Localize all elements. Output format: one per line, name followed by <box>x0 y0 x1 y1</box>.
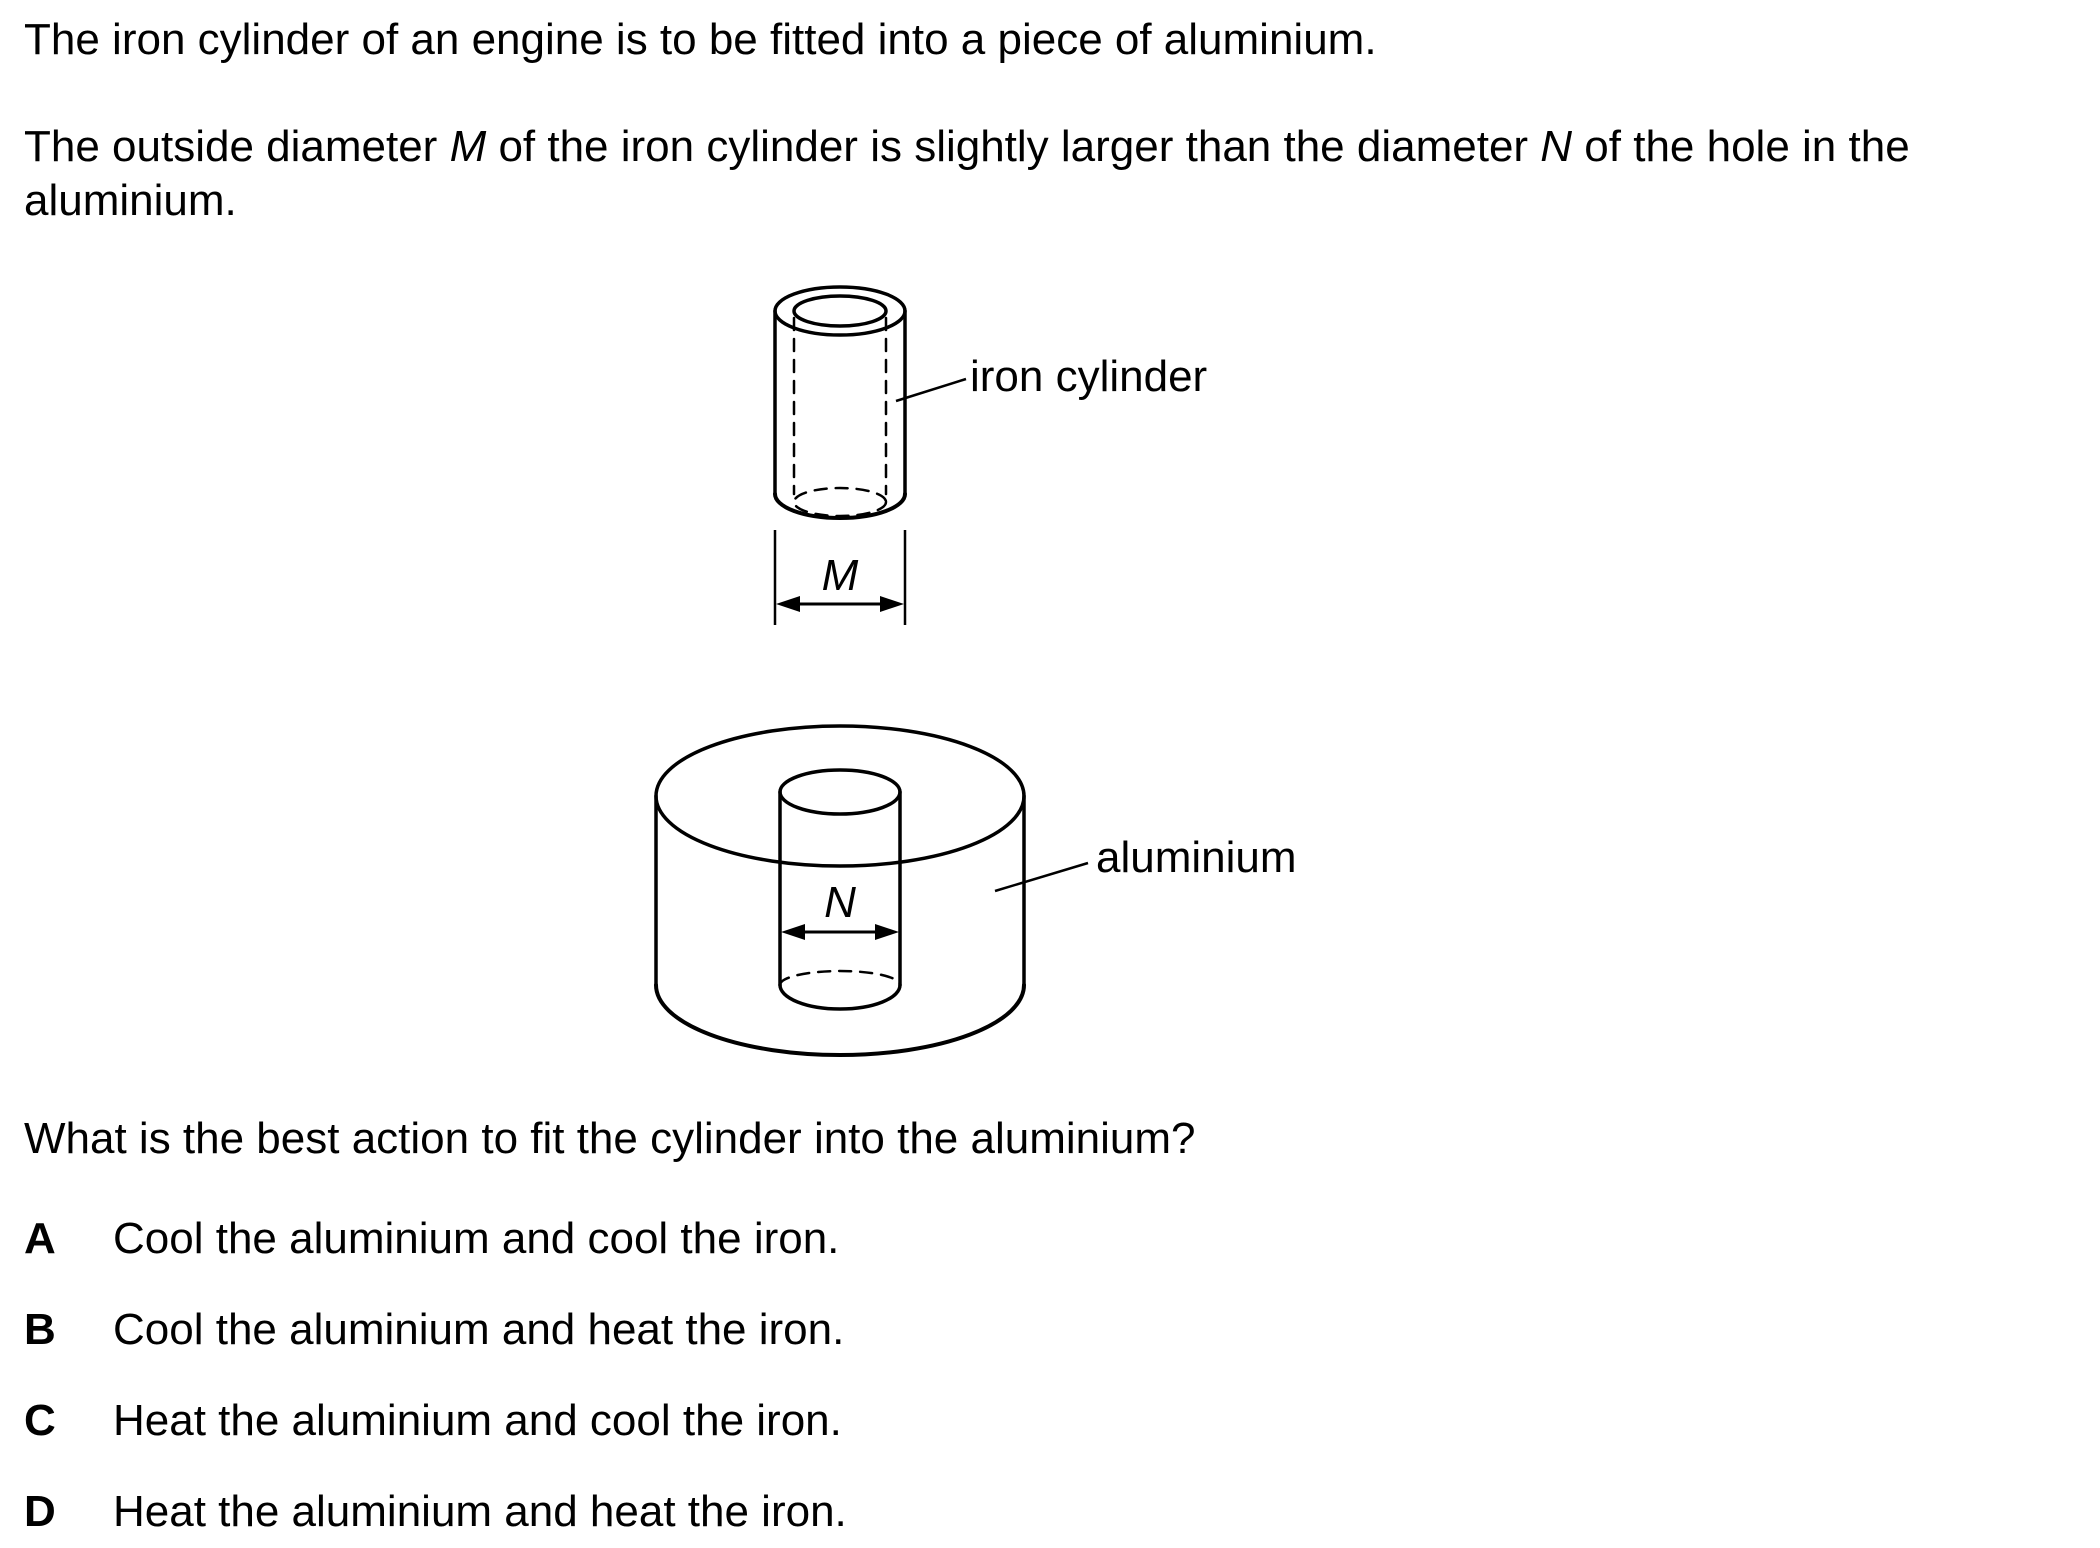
option-c-letter: C <box>24 1396 56 1445</box>
diameter-sentence-part1: The outside diameter <box>24 122 450 171</box>
option-c-text: Heat the aluminium and cool the iron. <box>113 1396 842 1445</box>
diameter-sentence-line2: aluminium. <box>24 176 237 225</box>
iron-cylinder-label: iron cylinder <box>970 352 1207 401</box>
diameter-sentence: The outside diameter M of the iron cylin… <box>24 120 1910 174</box>
option-b-letter: B <box>24 1305 56 1354</box>
aluminium-label-leader <box>994 861 1089 893</box>
option-d-text: Heat the aluminium and heat the iron. <box>113 1487 847 1536</box>
aluminium-block-drawing <box>654 724 1026 1057</box>
question-prompt: What is the best action to fit the cylin… <box>24 1114 1196 1163</box>
aluminium-label: aluminium <box>1096 833 1297 882</box>
variable-m: M <box>449 122 487 171</box>
variable-n: N <box>1540 122 1573 171</box>
iron-cylinder-drawing <box>773 285 907 520</box>
dimension-n-label: N <box>824 878 856 927</box>
dimension-m <box>773 530 907 625</box>
diameter-sentence-part2: of the iron cylinder is slightly larger … <box>486 122 1541 171</box>
option-a-text: Cool the aluminium and cool the iron. <box>113 1214 840 1263</box>
option-b-text: Cool the aluminium and heat the iron. <box>113 1305 845 1354</box>
dimension-n <box>781 924 899 940</box>
iron-label-leader <box>895 377 967 403</box>
diameter-sentence-part3: of the hole in the <box>1572 122 1910 171</box>
dimension-m-label: M <box>822 551 859 600</box>
option-d-letter: D <box>24 1487 56 1536</box>
option-a-letter: A <box>24 1214 56 1263</box>
intro-text: The iron cylinder of an engine is to be … <box>24 15 1377 64</box>
